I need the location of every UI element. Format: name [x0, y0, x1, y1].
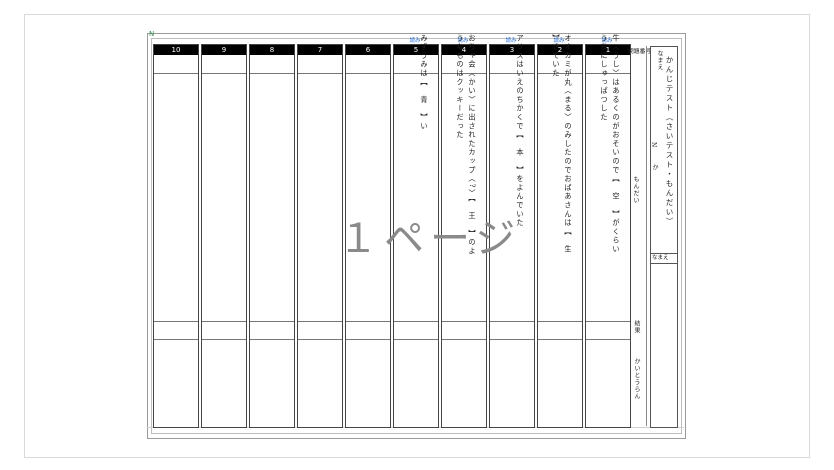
answer-column-8: 8 [249, 44, 295, 428]
question-area [298, 73, 342, 322]
worksheet-inner-border [151, 38, 682, 434]
answer-divider [154, 321, 198, 322]
answer-divider [442, 339, 486, 340]
answer-column-5: 5 [393, 44, 439, 428]
answer-divider [154, 339, 198, 340]
answer-column-4: 4 [441, 44, 487, 428]
answer-column-7: 7 [297, 44, 343, 428]
question-area [490, 73, 534, 322]
question-text: アリスはいえのちかくで【 本 】をよんでいた [516, 34, 525, 228]
answer-divider [442, 321, 486, 322]
column-number: 2 [538, 45, 582, 55]
info-header: 問題番号 [628, 49, 652, 55]
question-area [442, 73, 486, 322]
yomi-label: 読み [505, 38, 517, 44]
yomi-label: 読み [601, 38, 613, 44]
yomi-label: 読み [553, 38, 565, 44]
column-number: 5 [394, 45, 438, 55]
answer-divider [394, 321, 438, 322]
info-divider [646, 46, 647, 426]
n-label: N [650, 142, 657, 149]
test-title: かんじテスト（さいテスト・もんだい） [665, 56, 674, 227]
answer-divider [394, 339, 438, 340]
column-number: 4 [442, 45, 486, 55]
answer-column-9: 9 [201, 44, 247, 428]
question-area [154, 73, 198, 322]
question-area [202, 73, 246, 322]
column-number: 10 [154, 45, 198, 55]
question-text: 牛〈うし〉はあるくのがおそいので【 空 】がくらい [612, 34, 621, 254]
answer-divider [250, 339, 294, 340]
answer-divider [346, 321, 390, 322]
title-box [650, 46, 678, 428]
name-field-label: なまえ [652, 255, 669, 261]
column-number: 9 [202, 45, 246, 55]
answer-column-2: 2 [537, 44, 583, 428]
yomi-label: 読み [457, 38, 469, 44]
answer-divider [298, 339, 342, 340]
answer-reading: かいとうらん [633, 358, 640, 400]
corner-mark-icon: N [149, 30, 155, 38]
question-area [250, 73, 294, 322]
question-area [538, 73, 582, 322]
question-area [586, 73, 630, 322]
answer-divider [346, 339, 390, 340]
answer-label: 結果 [633, 320, 640, 334]
question-text: うちにしゅっぱつした [600, 34, 609, 122]
page-number-label: １ページ [338, 216, 522, 262]
answer-divider [202, 339, 246, 340]
side-top-label: なまえ [656, 50, 663, 71]
column-number: 8 [250, 45, 294, 55]
question-text: うなものはクッキーだった [456, 34, 465, 140]
question-text: 】きていた [552, 34, 561, 78]
answer-divider [490, 339, 534, 340]
answer-column-6: 6 [345, 44, 391, 428]
answer-divider [250, 321, 294, 322]
column-number: 7 [298, 45, 342, 55]
question-area [346, 73, 390, 322]
answer-divider [202, 321, 246, 322]
answer-divider [538, 339, 582, 340]
mondai-label: もんだい [632, 176, 639, 204]
answer-divider [586, 321, 630, 322]
answer-divider [586, 339, 630, 340]
question-area [394, 73, 438, 322]
answer-column-10: 10 [153, 44, 199, 428]
answer-column-3: 3 [489, 44, 535, 428]
question-text: オオカミが丸〈まる〉のみしたのでおばあさんは【 生 [564, 34, 573, 254]
ka-label: か [651, 164, 658, 171]
column-number: 3 [490, 45, 534, 55]
column-number: 6 [346, 45, 390, 55]
answer-divider [538, 321, 582, 322]
question-text: おちゃ会〈かい〉に出されたカップ〈?〉【 王 】のよ [468, 34, 477, 256]
question-text: みずうみは【 青 】い [420, 34, 429, 131]
answer-column-1: 1 [585, 44, 631, 428]
answer-divider [490, 321, 534, 322]
yomi-label: 読み [409, 38, 421, 44]
name-separator [651, 263, 677, 264]
title-separator [651, 253, 677, 254]
answer-divider [298, 321, 342, 322]
column-number: 1 [586, 45, 630, 55]
